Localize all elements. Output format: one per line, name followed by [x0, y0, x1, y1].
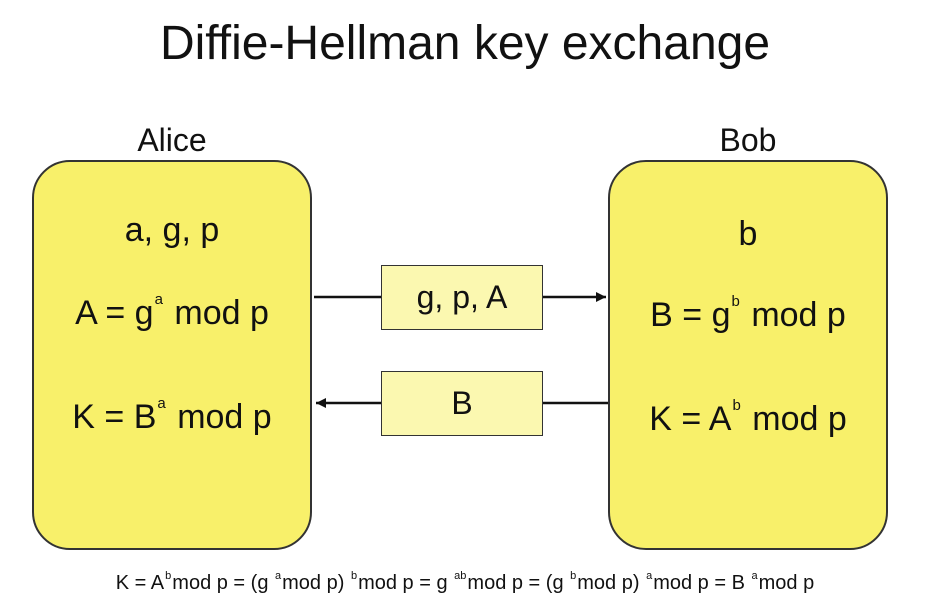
alice-label: Alice: [137, 122, 207, 158]
bob-public-key-formula: B = gb mod p: [610, 282, 886, 335]
proof-part-6: mod p): [577, 572, 640, 594]
bob-public-key-rhs: mod p: [751, 296, 846, 334]
alice-public-key-exponent: a: [154, 291, 163, 308]
bob-public-key-exponent: b: [731, 293, 740, 310]
alice-shared-key-lhs: K = B: [72, 398, 157, 436]
bob-shared-key-rhs: mod p: [752, 400, 847, 438]
proof-exponent-6: a: [646, 570, 653, 582]
page-title: Diffie-Hellman key exchange: [159, 17, 771, 70]
proof-part-3: mod p): [282, 572, 345, 594]
proof-part-8: mod p: [758, 572, 815, 594]
alice-public-key-formula: A = ga mod p: [34, 280, 310, 333]
proof-part-1: K = A: [115, 572, 165, 594]
proof-exponent-4: ab: [454, 570, 467, 582]
bob-box: b B = gb mod p K = Ab mod p: [608, 160, 888, 550]
message-alice-to-bob: g, p, A: [381, 265, 543, 330]
bob-shared-key-formula: K = Ab mod p: [610, 386, 886, 439]
alice-shared-key-exponent: a: [157, 395, 166, 412]
bob-public-key-lhs: B = g: [650, 296, 731, 334]
bob-label: Bob: [719, 122, 777, 158]
proof-exponent-1: b: [165, 570, 172, 582]
proof-part-4: mod p = g: [358, 572, 448, 594]
alice-public-key-lhs: A = g: [75, 294, 154, 332]
alice-shared-key-rhs: mod p: [177, 398, 272, 436]
key-equality-proof: K = Abmod p = (g amod p) bmod p = g abmo…: [0, 556, 930, 603]
message-bob-to-alice: B: [381, 371, 543, 436]
bob-shared-key-exponent: b: [732, 397, 741, 414]
alice-box: a, g, p A = ga mod p K = Ba mod p: [32, 160, 312, 550]
alice-public-key-rhs: mod p: [174, 294, 269, 332]
bob-secret: b: [738, 215, 758, 253]
proof-exponent-5: b: [570, 570, 577, 582]
proof-exponent-2: a: [275, 570, 282, 582]
proof-part-5: mod p = (g: [467, 572, 564, 594]
proof-exponent-3: b: [350, 570, 358, 582]
alice-secrets: a, g, p: [124, 211, 220, 249]
proof-exponent-7: a: [751, 570, 758, 582]
alice-shared-key-formula: K = Ba mod p: [34, 384, 310, 437]
bob-shared-key-lhs: K = A: [649, 400, 732, 438]
proof-part-2: mod p = (g: [172, 572, 269, 594]
proof-part-7: mod p = B: [653, 572, 745, 594]
